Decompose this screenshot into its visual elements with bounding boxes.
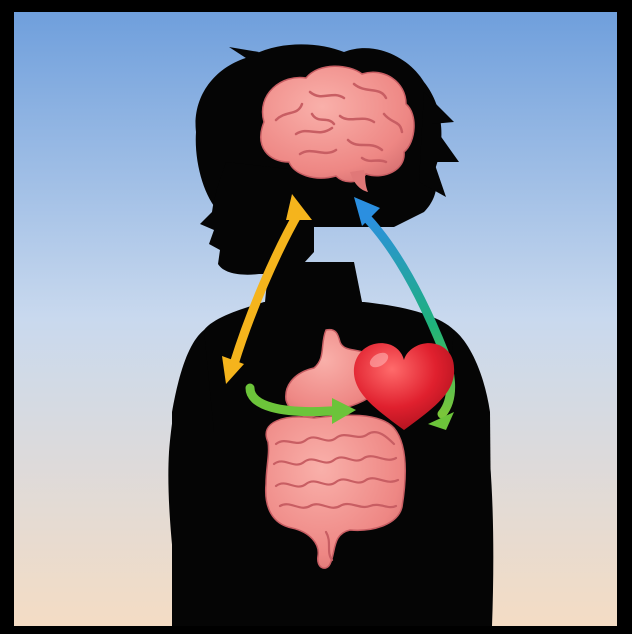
illustration [14, 12, 617, 626]
illustration-canvas [14, 12, 617, 626]
